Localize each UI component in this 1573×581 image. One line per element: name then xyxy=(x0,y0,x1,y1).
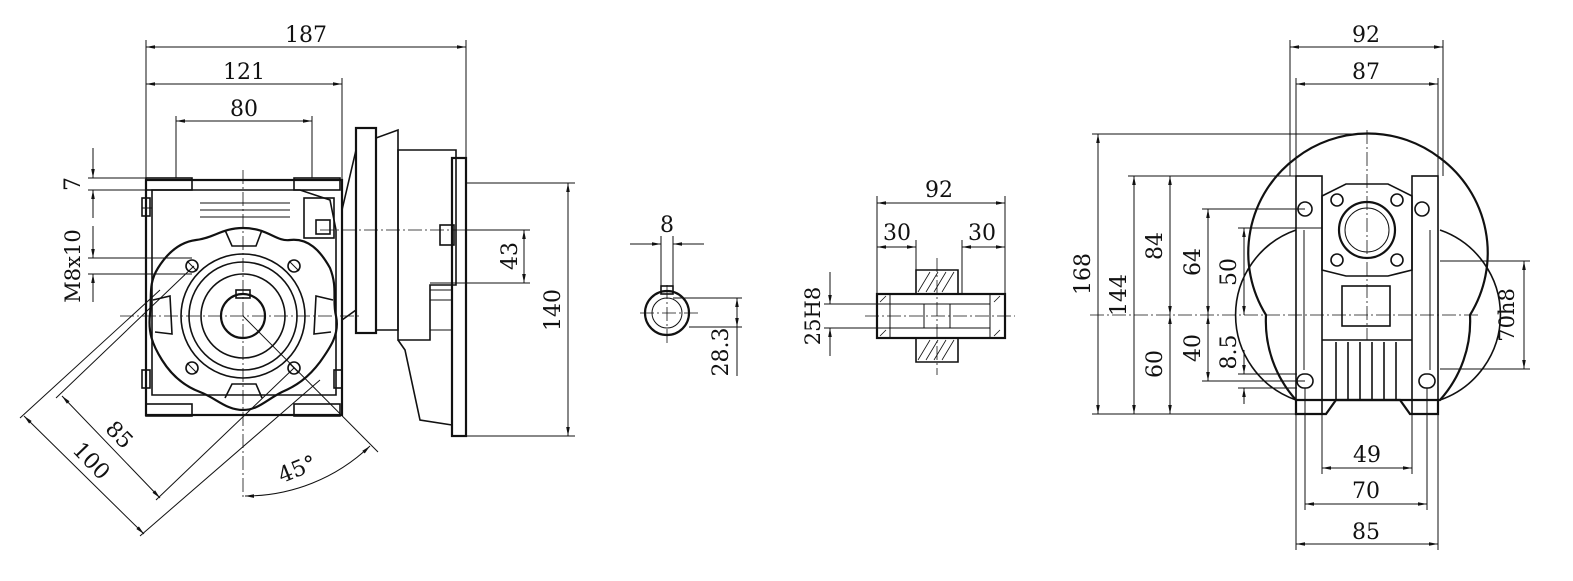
dim-base-49: 49 xyxy=(1321,414,1413,474)
dim-front-height-144: 144 xyxy=(1107,175,1296,414)
dim-label-7: 7 xyxy=(61,177,86,191)
dim-front-height-84: 84 xyxy=(1143,176,1172,315)
dim-front-width-87: 87 xyxy=(1295,60,1439,176)
dim-front-height-50: 50 xyxy=(1217,227,1322,315)
dim-foot-thickness: 7 xyxy=(61,148,192,218)
dim-label-168: 168 xyxy=(1071,253,1096,295)
motor-flange xyxy=(341,126,468,438)
dim-total-height: 140 xyxy=(466,182,575,437)
dim-overall-length: 187 xyxy=(145,23,467,180)
dim-label-121: 121 xyxy=(223,60,265,85)
dim-label-144: 144 xyxy=(1107,274,1132,316)
dim-label-8-5: 8.5 xyxy=(1217,335,1242,370)
dim-shaft-height: 43 xyxy=(430,229,530,284)
hollow-shaft-section: 92 30 30 25H8 xyxy=(801,178,1015,375)
dim-label-100: 100 xyxy=(67,438,114,486)
dim-front-height-64: 64 xyxy=(1181,208,1305,315)
dim-front-height-40: 40 xyxy=(1181,315,1305,382)
dim-front-height-8-5: 8.5 xyxy=(1217,335,1297,404)
dim-label-187: 187 xyxy=(285,23,327,48)
dim-shaft-end-left: 30 xyxy=(877,221,917,270)
dim-label-85: 85 xyxy=(100,417,137,455)
dim-label-40: 40 xyxy=(1181,334,1206,362)
dim-label-92-front: 92 xyxy=(1352,23,1380,48)
dim-thread: M8x10 xyxy=(61,226,192,303)
dim-label-70h8: 70h8 xyxy=(1495,288,1519,342)
dim-label-85-base: 85 xyxy=(1352,520,1380,545)
dim-label-70: 70 xyxy=(1352,479,1380,504)
side-view: 187 121 80 7 M8x10 xyxy=(19,23,575,537)
dim-label-60: 60 xyxy=(1143,350,1168,378)
dim-label-64: 64 xyxy=(1181,248,1206,276)
dim-base-70: 70 xyxy=(1304,388,1428,510)
dim-label-87: 87 xyxy=(1352,60,1380,85)
dim-front-height-60: 60 xyxy=(1143,315,1172,414)
dim-label-28-3: 28.3 xyxy=(709,328,734,377)
dim-front-width-92: 92 xyxy=(1289,23,1444,176)
dim-label-49: 49 xyxy=(1353,443,1381,468)
dim-flange-width: 80 xyxy=(175,97,313,178)
dim-key-depth: 28.3 xyxy=(673,297,742,377)
dim-shaft-bore: 25H8 xyxy=(801,272,890,356)
gearbox-housing xyxy=(141,177,344,417)
shaft-bore-view: 8 28.3 xyxy=(630,213,742,376)
dim-label-43: 43 xyxy=(498,242,523,270)
dim-label-50: 50 xyxy=(1217,258,1242,286)
dim-base-85: 85 xyxy=(1295,414,1439,550)
dim-label-25h8: 25H8 xyxy=(801,287,825,345)
dim-label-140: 140 xyxy=(541,289,566,331)
dim-shaft-end-right: 30 xyxy=(961,221,1005,294)
dim-label-m8x10: M8x10 xyxy=(61,229,85,302)
dim-label-8: 8 xyxy=(660,213,674,238)
front-view: 92 87 168 144 84 60 xyxy=(1071,23,1530,550)
dim-shaft-length: 92 xyxy=(876,178,1006,294)
dim-label-84: 84 xyxy=(1143,232,1168,260)
dim-angle-45: 45° xyxy=(242,315,379,498)
dim-label-80: 80 xyxy=(230,97,258,122)
dim-label-30-left: 30 xyxy=(883,221,911,246)
dim-label-92-shaft: 92 xyxy=(925,178,953,203)
dim-diag-100: 100 xyxy=(19,289,321,537)
dim-flange-diameter: 70h8 xyxy=(1440,260,1530,370)
dim-label-30-right: 30 xyxy=(968,221,996,246)
dim-key-width: 8 xyxy=(630,213,704,290)
dim-front-height-168: 168 xyxy=(1071,133,1370,415)
dim-body-length: 121 xyxy=(146,60,343,210)
